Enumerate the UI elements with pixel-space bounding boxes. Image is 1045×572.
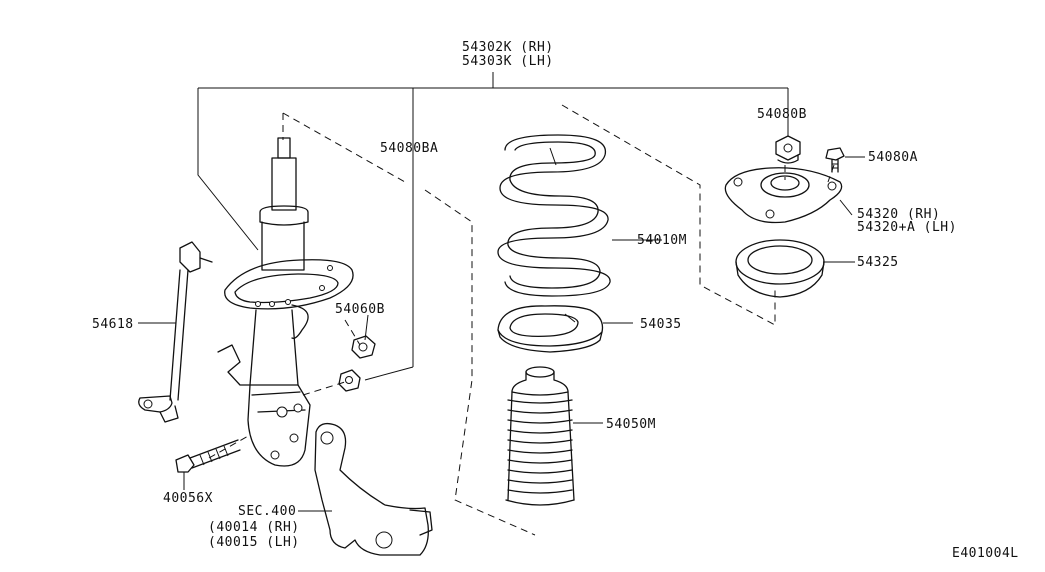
label-coil-spring: 54010M [637, 233, 687, 248]
spring-seat-54035 [497, 305, 604, 353]
label-mount-insulator-rh: 54320 (RH) [857, 207, 940, 222]
steering-knuckle [314, 422, 433, 556]
label-nut-54080ba: 54080BA [380, 141, 438, 156]
label-spring-seat: 54035 [640, 317, 682, 332]
label-mount-insulator-lh: 54320+A (LH) [857, 220, 957, 235]
mount-bearing-54325 [735, 239, 825, 298]
top-nut-54080b [775, 135, 801, 164]
diagram-code: E401004L [952, 546, 1019, 561]
bound-bumper-54050m [505, 366, 575, 506]
strut-shock-absorber [217, 137, 354, 467]
label-stabilizer-link: 54618 [92, 317, 134, 332]
label-knuckle-lh: (40015 (LH) [208, 535, 300, 550]
label-bound-bumper: 54050M [606, 417, 656, 432]
knuckle-bolt-40056x [175, 439, 241, 473]
dashed-alignment-lines [208, 104, 835, 536]
part-labels: 54302K (RH) 54303K (LH) 54080BA 54080B 5… [92, 40, 1019, 561]
leader-lines [138, 118, 865, 512]
label-knuckle-rh: (40014 (RH) [208, 520, 300, 535]
label-mount-bearing: 54325 [857, 255, 899, 270]
label-bolt-54080a: 54080A [868, 150, 918, 165]
assembly-bracket-lines [197, 72, 789, 381]
mount-insulator-54320 [724, 167, 843, 224]
label-link-nut: 54060B [335, 302, 385, 317]
label-strut-lh: 54303K (LH) [462, 54, 554, 69]
label-knuckle-sec: SEC.400 [238, 504, 296, 519]
label-strut-rh: 54302K (RH) [462, 40, 554, 55]
nut-54080ba [338, 369, 361, 392]
coil-spring-54010m [497, 134, 611, 297]
link-nut-54060b [351, 335, 376, 359]
stabilizer-link [138, 241, 213, 423]
label-knuckle-bolt: 40056X [163, 491, 213, 506]
bolt-54080a [825, 147, 845, 173]
label-nut-54080b: 54080B [757, 107, 807, 122]
